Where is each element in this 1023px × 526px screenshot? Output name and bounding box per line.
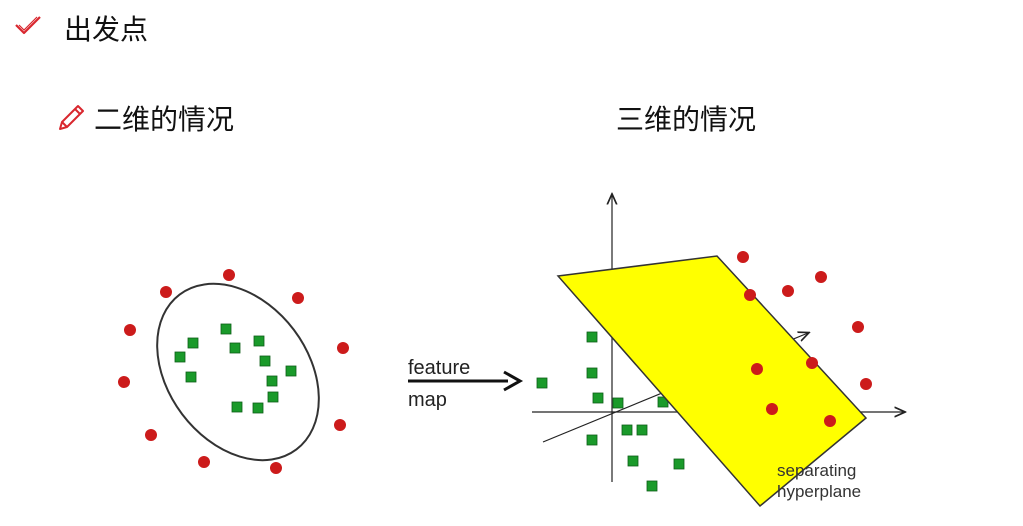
red-point	[751, 363, 763, 375]
green-point	[229, 342, 241, 354]
diagram-2d	[118, 269, 349, 474]
red-point	[160, 286, 172, 298]
pencil-icon	[56, 103, 86, 137]
green-point	[621, 424, 633, 436]
red-point	[270, 462, 282, 474]
red-point	[124, 324, 136, 336]
green-point	[646, 480, 658, 492]
green-point	[185, 371, 197, 383]
green-point	[231, 401, 243, 413]
diagram-3d: separating hyperplane	[532, 195, 904, 508]
green-point	[174, 351, 186, 363]
red-points-2d	[118, 269, 349, 474]
green-point	[592, 392, 604, 404]
green-point	[673, 458, 685, 470]
check-icon	[14, 14, 42, 40]
green-point	[285, 365, 297, 377]
red-point	[118, 376, 130, 388]
plane-label-separating: separating	[777, 461, 856, 480]
separating-hyperplane	[556, 255, 868, 508]
green-point	[220, 323, 232, 335]
plane-label-hyperplane: hyperplane	[777, 482, 861, 501]
arrow-label-map: map	[408, 389, 447, 411]
red-point	[852, 321, 864, 333]
green-point	[252, 402, 264, 414]
green-point	[266, 375, 278, 387]
red-point	[806, 357, 818, 369]
green-point	[586, 331, 598, 343]
decision-ellipse	[156, 282, 320, 462]
green-point	[187, 337, 199, 349]
red-point	[223, 269, 235, 281]
red-point	[737, 251, 749, 263]
red-point	[860, 378, 872, 390]
green-point	[586, 434, 598, 446]
red-point	[334, 419, 346, 431]
red-point	[292, 292, 304, 304]
heading: 出发点	[64, 13, 149, 46]
red-point	[744, 289, 756, 301]
red-point	[824, 415, 836, 427]
green-point	[253, 335, 265, 347]
red-point	[766, 403, 778, 415]
green-point	[636, 424, 648, 436]
green-point	[267, 391, 279, 403]
green-point	[259, 355, 271, 367]
subtitle-2d: 二维的情况	[94, 103, 235, 136]
green-point	[536, 377, 548, 389]
red-point	[145, 429, 157, 441]
red-point	[198, 456, 210, 468]
red-point	[815, 271, 827, 283]
arrow-label-feature: feature	[408, 357, 470, 379]
green-points-2d	[174, 323, 297, 414]
subtitle-3d: 三维的情况	[616, 103, 757, 136]
feature-map-arrow: feature map	[408, 357, 524, 411]
red-point	[782, 285, 794, 297]
green-point	[612, 397, 624, 409]
green-point	[627, 455, 639, 467]
red-point	[337, 342, 349, 354]
green-point	[586, 367, 598, 379]
